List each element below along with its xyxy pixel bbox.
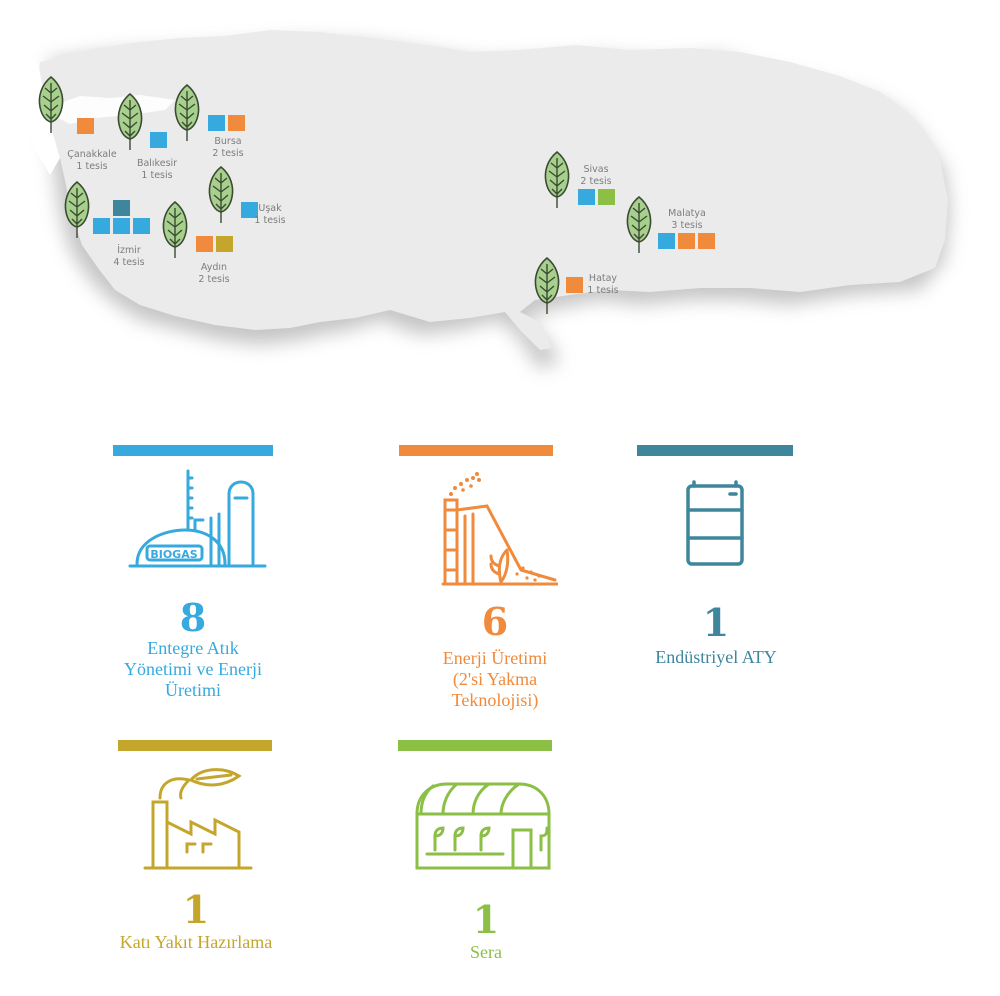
category-facility-count: 1 <box>472 897 500 942</box>
coast-left <box>15 60 60 175</box>
marmara-sea <box>55 95 175 124</box>
facility-marker-blue <box>93 218 110 234</box>
category-label: Endüstriyel ATY <box>655 647 777 667</box>
biogas-plant-icon: BIOGAS <box>125 468 270 578</box>
city-name: Çanakkale <box>67 149 117 160</box>
facility-marker-blue <box>113 218 130 234</box>
city-facility-count: 3 tesis <box>671 220 702 231</box>
biomass-energy-icon <box>433 470 559 595</box>
category-facility-count: 8 <box>179 595 207 640</box>
city-facility-count: 1 tesis <box>141 170 172 181</box>
city-name: Bursa <box>214 136 241 147</box>
barrel-icon <box>680 480 750 575</box>
city-name: İzmir <box>117 245 141 256</box>
facility-marker-teal <box>113 200 130 216</box>
facility-marker-orange <box>566 277 583 293</box>
facility-marker-orange <box>678 233 695 249</box>
city-name: Malatya <box>668 208 706 219</box>
city-facility-count: 4 tesis <box>113 257 144 268</box>
facility-marker-olive <box>216 236 233 252</box>
category-facility-count: 1 <box>702 600 730 645</box>
category-color-bar <box>398 740 552 751</box>
city-facility-count: 2 tesis <box>212 148 243 159</box>
facility-marker-orange <box>196 236 213 252</box>
category-facility-count: 6 <box>481 599 509 644</box>
facility-marker-orange <box>228 115 245 131</box>
city-name: Balıkesir <box>137 158 177 169</box>
city-name: Sivas <box>583 164 608 175</box>
category-color-bar <box>637 445 793 456</box>
facility-marker-orange <box>698 233 715 249</box>
city-name: Aydın <box>201 262 227 273</box>
category-label: Katı Yakıt Hazırlama <box>119 932 273 952</box>
facility-marker-blue <box>133 218 150 234</box>
facility-marker-blue <box>208 115 225 131</box>
city-facility-count: 1 tesis <box>254 215 285 226</box>
city-name: Uşak <box>258 203 282 214</box>
city-facility-count: 2 tesis <box>580 176 611 187</box>
facility-marker-green <box>598 189 615 205</box>
facility-marker-orange <box>77 118 94 134</box>
category-color-bar <box>113 445 273 456</box>
facility-marker-blue <box>241 202 258 218</box>
facility-marker-blue <box>578 189 595 205</box>
biogas-label: BIOGAS <box>150 548 197 561</box>
facility-marker-blue <box>658 233 675 249</box>
city-facility-count: 2 tesis <box>198 274 229 285</box>
city-facility-count: 1 tesis <box>587 285 618 296</box>
category-color-bar <box>399 445 553 456</box>
category-color-bar <box>118 740 272 751</box>
map-land <box>38 30 948 350</box>
city-name: Hatay <box>589 273 618 284</box>
category-label: Sera <box>470 942 502 962</box>
category-facility-count: 1 <box>182 887 210 932</box>
city-facility-count: 1 tesis <box>76 161 107 172</box>
facility-marker-blue <box>150 132 167 148</box>
greenhouse-icon <box>413 778 553 878</box>
factory-leaf-icon <box>143 762 253 877</box>
